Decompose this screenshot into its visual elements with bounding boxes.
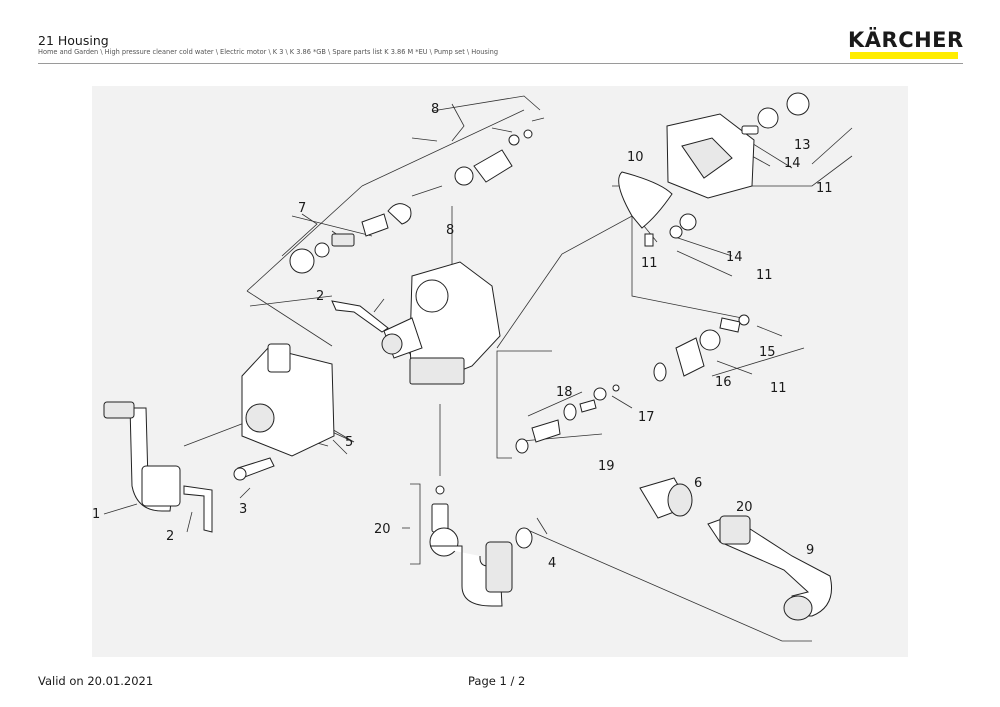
breadcrumb[interactable]: Home and Garden \ High pressure cleaner … bbox=[38, 48, 499, 56]
callout-8-mid: 8 bbox=[446, 223, 454, 238]
callout-15: 15 bbox=[759, 345, 776, 360]
callout-18: 18 bbox=[556, 385, 573, 400]
callout-10: 10 bbox=[627, 150, 644, 165]
callout-19: 19 bbox=[598, 459, 615, 474]
callout-1: 1 bbox=[92, 507, 100, 522]
callout-14-top: 14 bbox=[784, 156, 801, 171]
callout-11-d: 11 bbox=[770, 381, 787, 396]
callout-6: 6 bbox=[694, 476, 702, 491]
part-illustrations bbox=[103, 92, 832, 621]
callout-2-upper: 2 bbox=[316, 289, 324, 304]
callout-5: 5 bbox=[345, 435, 353, 450]
callout-14-mid: 14 bbox=[726, 250, 743, 265]
header-divider bbox=[38, 63, 963, 64]
valid-date: Valid on 20.01.2021 bbox=[38, 674, 154, 688]
callout-labels: 8 7 8 2 5 1 2 3 20 4 10 11 13 14 11 14 1… bbox=[92, 102, 833, 571]
callout-20-left: 20 bbox=[374, 522, 391, 537]
callout-11-a: 11 bbox=[641, 256, 658, 271]
logo-text: KÄRCHER bbox=[848, 28, 964, 52]
page-title: 21 Housing bbox=[38, 33, 109, 48]
page-indicator: Page 1 / 2 bbox=[468, 674, 526, 688]
callout-2-lower: 2 bbox=[166, 529, 174, 544]
callout-17: 17 bbox=[638, 410, 655, 425]
callout-9: 9 bbox=[806, 543, 814, 558]
callout-11-b: 11 bbox=[816, 181, 833, 196]
callout-3: 3 bbox=[239, 502, 247, 517]
callout-20-right: 20 bbox=[736, 500, 753, 515]
callout-4: 4 bbox=[548, 556, 556, 571]
callout-16: 16 bbox=[715, 375, 732, 390]
logo-yellow-bar bbox=[850, 52, 958, 59]
callout-8-top: 8 bbox=[431, 102, 439, 117]
karcher-logo: KÄRCHER bbox=[848, 28, 963, 60]
callout-13: 13 bbox=[794, 138, 811, 153]
exploded-parts-diagram: 8 7 8 2 5 1 2 3 20 4 10 11 13 14 11 14 1… bbox=[92, 86, 908, 657]
callout-7: 7 bbox=[298, 201, 306, 216]
callout-11-c: 11 bbox=[756, 268, 773, 283]
diagram-svg: 8 7 8 2 5 1 2 3 20 4 10 11 13 14 11 14 1… bbox=[92, 92, 853, 642]
